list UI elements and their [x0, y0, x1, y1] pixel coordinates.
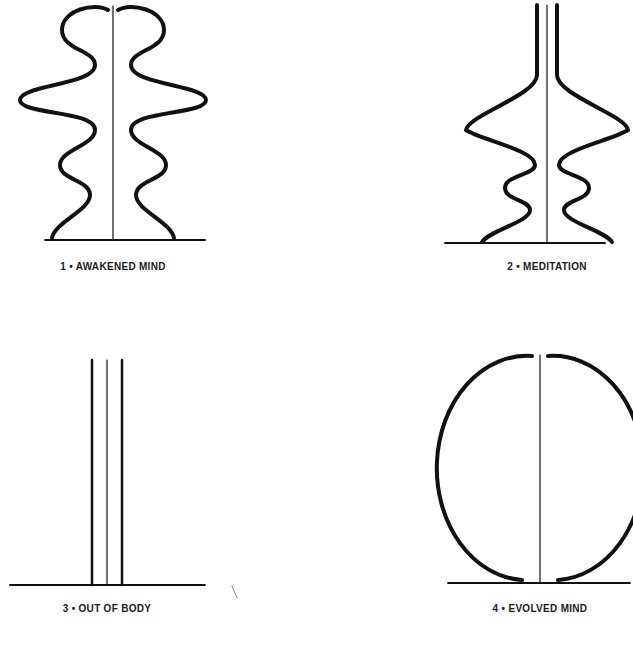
- figure-caption: 4 • EVOLVED MIND: [493, 603, 588, 614]
- meditation-figure: [445, 5, 628, 243]
- evolved-mind-figure: [437, 355, 633, 583]
- figure-caption: 2 • MEDITATION: [507, 261, 587, 272]
- figure-caption: 1 • AWAKENED MIND: [60, 261, 165, 272]
- awakened-mind-figure: [20, 6, 206, 240]
- figure-caption: 3 • OUT OF BODY: [63, 603, 152, 614]
- out-of-body-figure: [10, 360, 237, 598]
